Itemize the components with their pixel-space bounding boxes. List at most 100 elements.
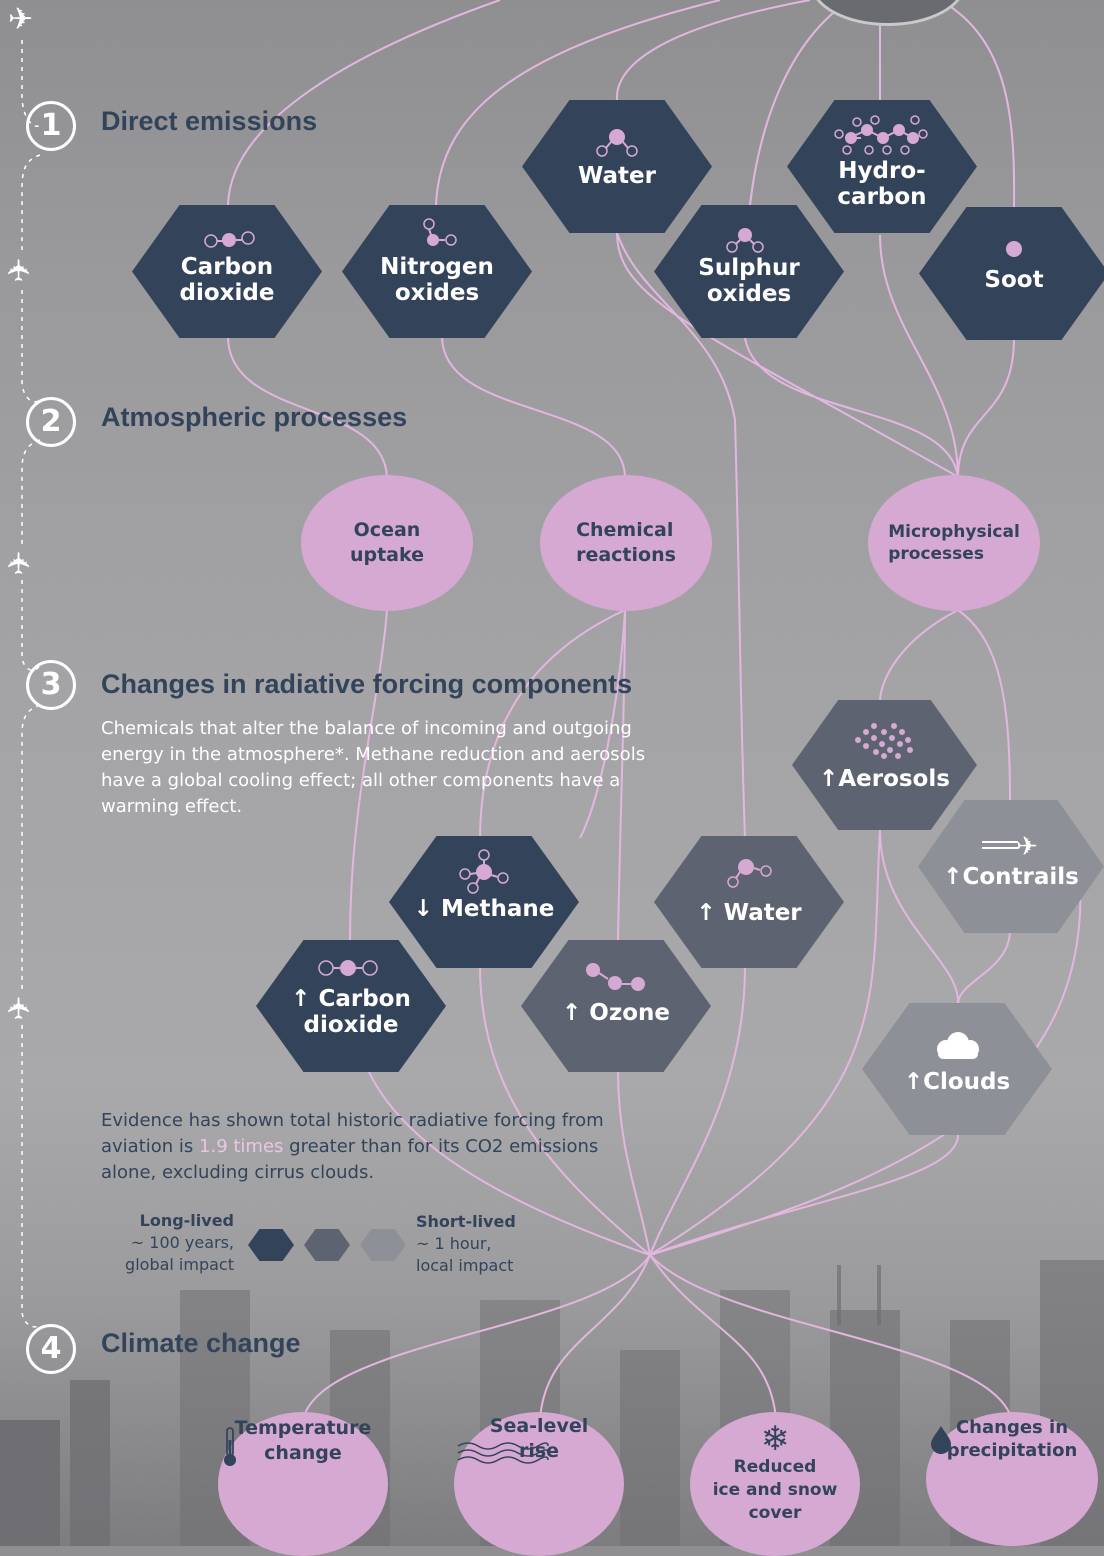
emission-label-line1: Carbon xyxy=(180,254,274,280)
description-line: Chemicals that alter the balance of inco… xyxy=(101,718,632,739)
legend-short-line2: local impact xyxy=(416,1256,514,1275)
step-1-title: Direct emissions xyxy=(101,106,318,136)
molecule-chain-icon xyxy=(834,115,928,155)
forcing-label: Carbon xyxy=(318,986,411,1012)
forcing-arrow: ↑ xyxy=(561,1000,582,1026)
legend-long-title: Long-lived xyxy=(139,1211,234,1230)
legend-short-line1: ~ 1 hour, xyxy=(416,1234,492,1253)
evidence-line: aviation is 1.9 times greater than for i… xyxy=(101,1134,604,1160)
emission-soot: Soot xyxy=(919,207,1104,340)
forcing-arrow: ↑ xyxy=(291,986,311,1012)
process-label-line1: Chemical xyxy=(576,519,674,542)
legend-swatch-mid xyxy=(304,1229,350,1261)
step-4-title: Climate change xyxy=(101,1328,301,1358)
step-2-number: 2 xyxy=(26,397,76,447)
emission-label-line1: Nitrogen xyxy=(380,254,494,280)
legend-short-lived: Short-lived ~ 1 hour, local impact xyxy=(416,1211,516,1277)
impact-label-line1: Temperature xyxy=(234,1417,372,1439)
impact-label-line2: change xyxy=(264,1441,342,1464)
legend-long-lived: Long-lived ~ 100 years, global impact xyxy=(104,1210,234,1276)
step-3-number: 3 xyxy=(26,660,76,710)
forcing-methane: ↓ Methane xyxy=(389,836,579,968)
forcing-label: Aerosols xyxy=(838,766,950,792)
emission-label-line1: Sulphur xyxy=(698,255,800,281)
snowflake-icon: ❄ xyxy=(760,1419,790,1459)
molecule-icon xyxy=(596,129,638,157)
particles-icon xyxy=(855,723,913,759)
process-label-line2: processes xyxy=(888,544,984,564)
molecule-icon xyxy=(727,859,772,888)
molecule-icon xyxy=(459,849,509,894)
legend-long-line2: global impact xyxy=(125,1255,234,1274)
emission-label-line2: oxides xyxy=(394,280,480,307)
description-line: warming effect. xyxy=(101,796,243,817)
dot-icon xyxy=(1006,241,1022,257)
evidence-highlight: 1.9 times xyxy=(199,1136,284,1157)
molecule-icon xyxy=(423,218,457,246)
emission-label-line1: Hydro- xyxy=(838,158,926,184)
plane-icon: ✈ xyxy=(2,257,38,283)
impact-label-line3: cover xyxy=(748,1502,802,1523)
molecule-icon xyxy=(318,960,378,976)
svg-text:✈: ✈ xyxy=(1016,832,1038,862)
forcing-label: Methane xyxy=(440,896,555,922)
impact-label-line2: precipitation xyxy=(946,1440,1078,1462)
molecule-icon xyxy=(726,228,764,253)
forcing-label: Ozone xyxy=(589,1000,670,1026)
evidence-line: alone, excluding cirrus clouds. xyxy=(101,1162,375,1183)
forcing-label-line2: dioxide xyxy=(303,1012,399,1039)
legend-short-title: Short-lived xyxy=(416,1212,516,1231)
process-label-line1: Microphysical xyxy=(888,521,1020,542)
description-line: energy in the atmosphere*. Methane reduc… xyxy=(101,744,646,765)
forcing-arrow: ↑ xyxy=(819,766,839,792)
legend-swatch-dark xyxy=(248,1229,294,1261)
evidence-part: aviation is xyxy=(101,1136,200,1157)
droplet-icon xyxy=(931,1426,951,1454)
forcing-arrow: ↓ xyxy=(413,896,433,922)
plane-icon: ✈ xyxy=(8,2,34,37)
plane-icon: ✈ xyxy=(2,550,38,576)
step-1-number: 1 xyxy=(26,101,76,151)
emission-water: Water xyxy=(522,100,712,233)
forcing-clouds: ↑Clouds xyxy=(862,1003,1052,1135)
waves-icon xyxy=(457,1442,549,1464)
impact-label-line2: ice and snow xyxy=(712,1479,838,1500)
emission-label-line1: Soot xyxy=(984,267,1044,293)
molecule-icon xyxy=(204,231,255,248)
step-3-title: Changes in radiative forcing components xyxy=(101,669,633,699)
process-label-line1: Ocean xyxy=(353,519,421,542)
process-label-line2: uptake xyxy=(349,544,425,566)
evidence-text: Evidence has shown total historic radiat… xyxy=(101,1108,604,1186)
forcing-arrow: ↑ xyxy=(943,864,963,890)
plane-icon: ✈ xyxy=(2,995,38,1021)
forcing-label: Water xyxy=(723,900,802,926)
cloud-icon xyxy=(937,1032,979,1059)
forcing-description: Chemicals that alter the balance of inco… xyxy=(101,716,645,820)
emission-label-line2: dioxide xyxy=(179,280,275,307)
forcing-arrow: ↑ xyxy=(696,900,716,926)
emission-label-line2: carbon xyxy=(837,184,927,211)
legend-long-line1: ~ 100 years, xyxy=(130,1233,234,1252)
thermometer-icon xyxy=(224,1427,236,1466)
evidence-part: greater than for its CO2 emissions xyxy=(283,1136,599,1157)
contrail-plane-icon: ✈ xyxy=(982,832,1038,862)
step-2-title: Atmospheric processes xyxy=(101,402,408,432)
molecule-icon xyxy=(586,963,645,991)
forcing-water: ↑ Water xyxy=(654,836,844,968)
description-line: have a global cooling effect; all other … xyxy=(101,770,621,791)
impact-label-line1: Reduced xyxy=(733,1457,817,1477)
forcing-ozone: ↑ Ozone xyxy=(521,940,711,1072)
forcing-arrow: ↑ xyxy=(903,1069,924,1095)
